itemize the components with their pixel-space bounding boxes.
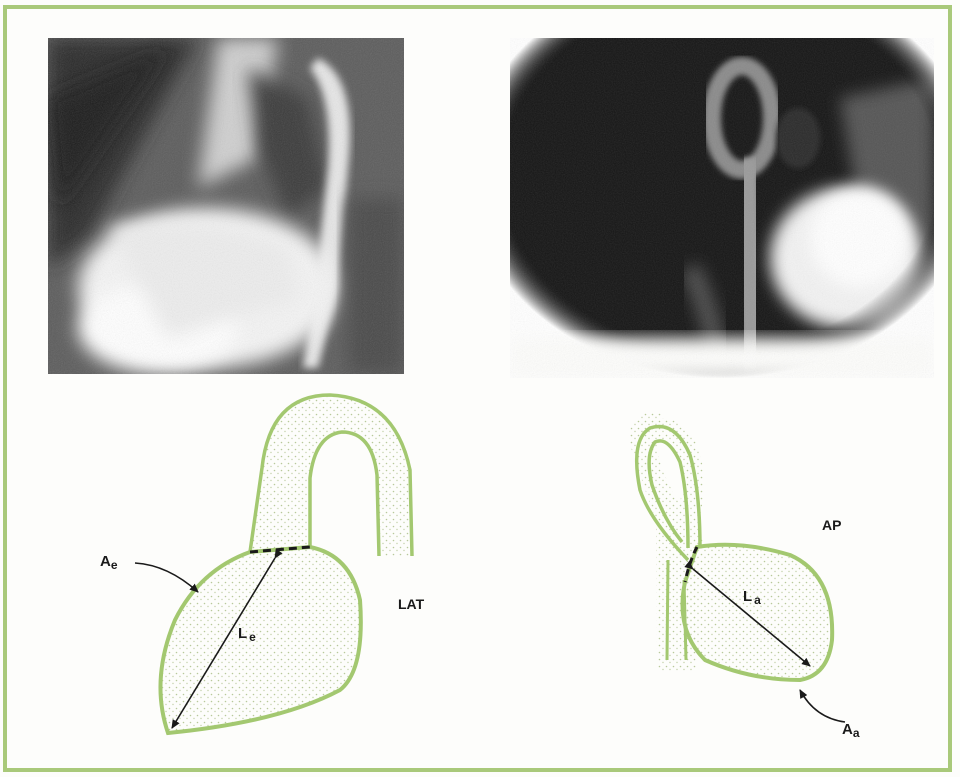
ap-view-label: AP: [822, 517, 841, 533]
lateral-ventricle-outline: [160, 547, 360, 733]
ap-area-label: Aa: [842, 721, 860, 740]
ap-area-pointer: [800, 690, 845, 722]
lateral-area-pointer: [135, 563, 198, 592]
ap-ventricle-outline: [683, 545, 833, 680]
lateral-area-label: Ae: [100, 553, 118, 572]
lateral-view-label: LAT: [398, 596, 425, 612]
